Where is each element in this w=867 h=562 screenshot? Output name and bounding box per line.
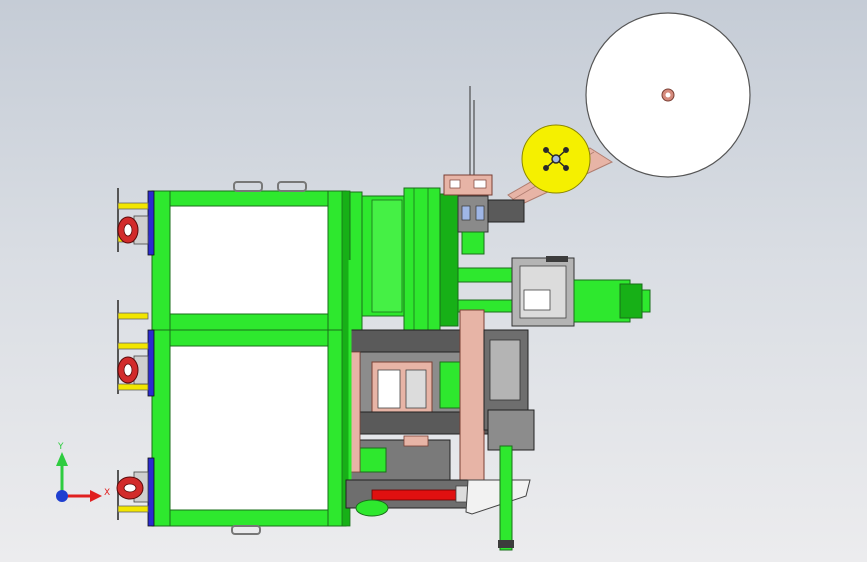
coordinate-triad-icon [56,452,102,502]
feeder-block [443,174,525,255]
caster-wheel-icon [117,188,149,252]
caster-wheel-icon [116,470,149,520]
central-mechanism [348,260,535,481]
side-bracket [147,457,155,527]
triad-x-label: X [104,488,111,498]
lower-panel [169,345,329,511]
outfeed-assembly [345,445,531,551]
triad-y-label: Y [58,442,64,452]
top-handle [277,181,307,192]
green-drum [349,187,459,331]
top-handle [233,181,263,192]
roller-hub-icon [543,147,569,171]
side-bracket [147,190,155,256]
side-bracket [147,329,155,397]
main-frame [147,181,351,535]
discharge-chute [465,479,531,515]
upper-panel [169,205,329,315]
red-rod [371,489,457,501]
pneumatic-cylinder [457,256,651,327]
caster-wheel-icon [117,300,149,394]
yellow-roller [521,124,591,194]
bottom-handle [231,525,261,535]
guide-rods [469,86,475,178]
